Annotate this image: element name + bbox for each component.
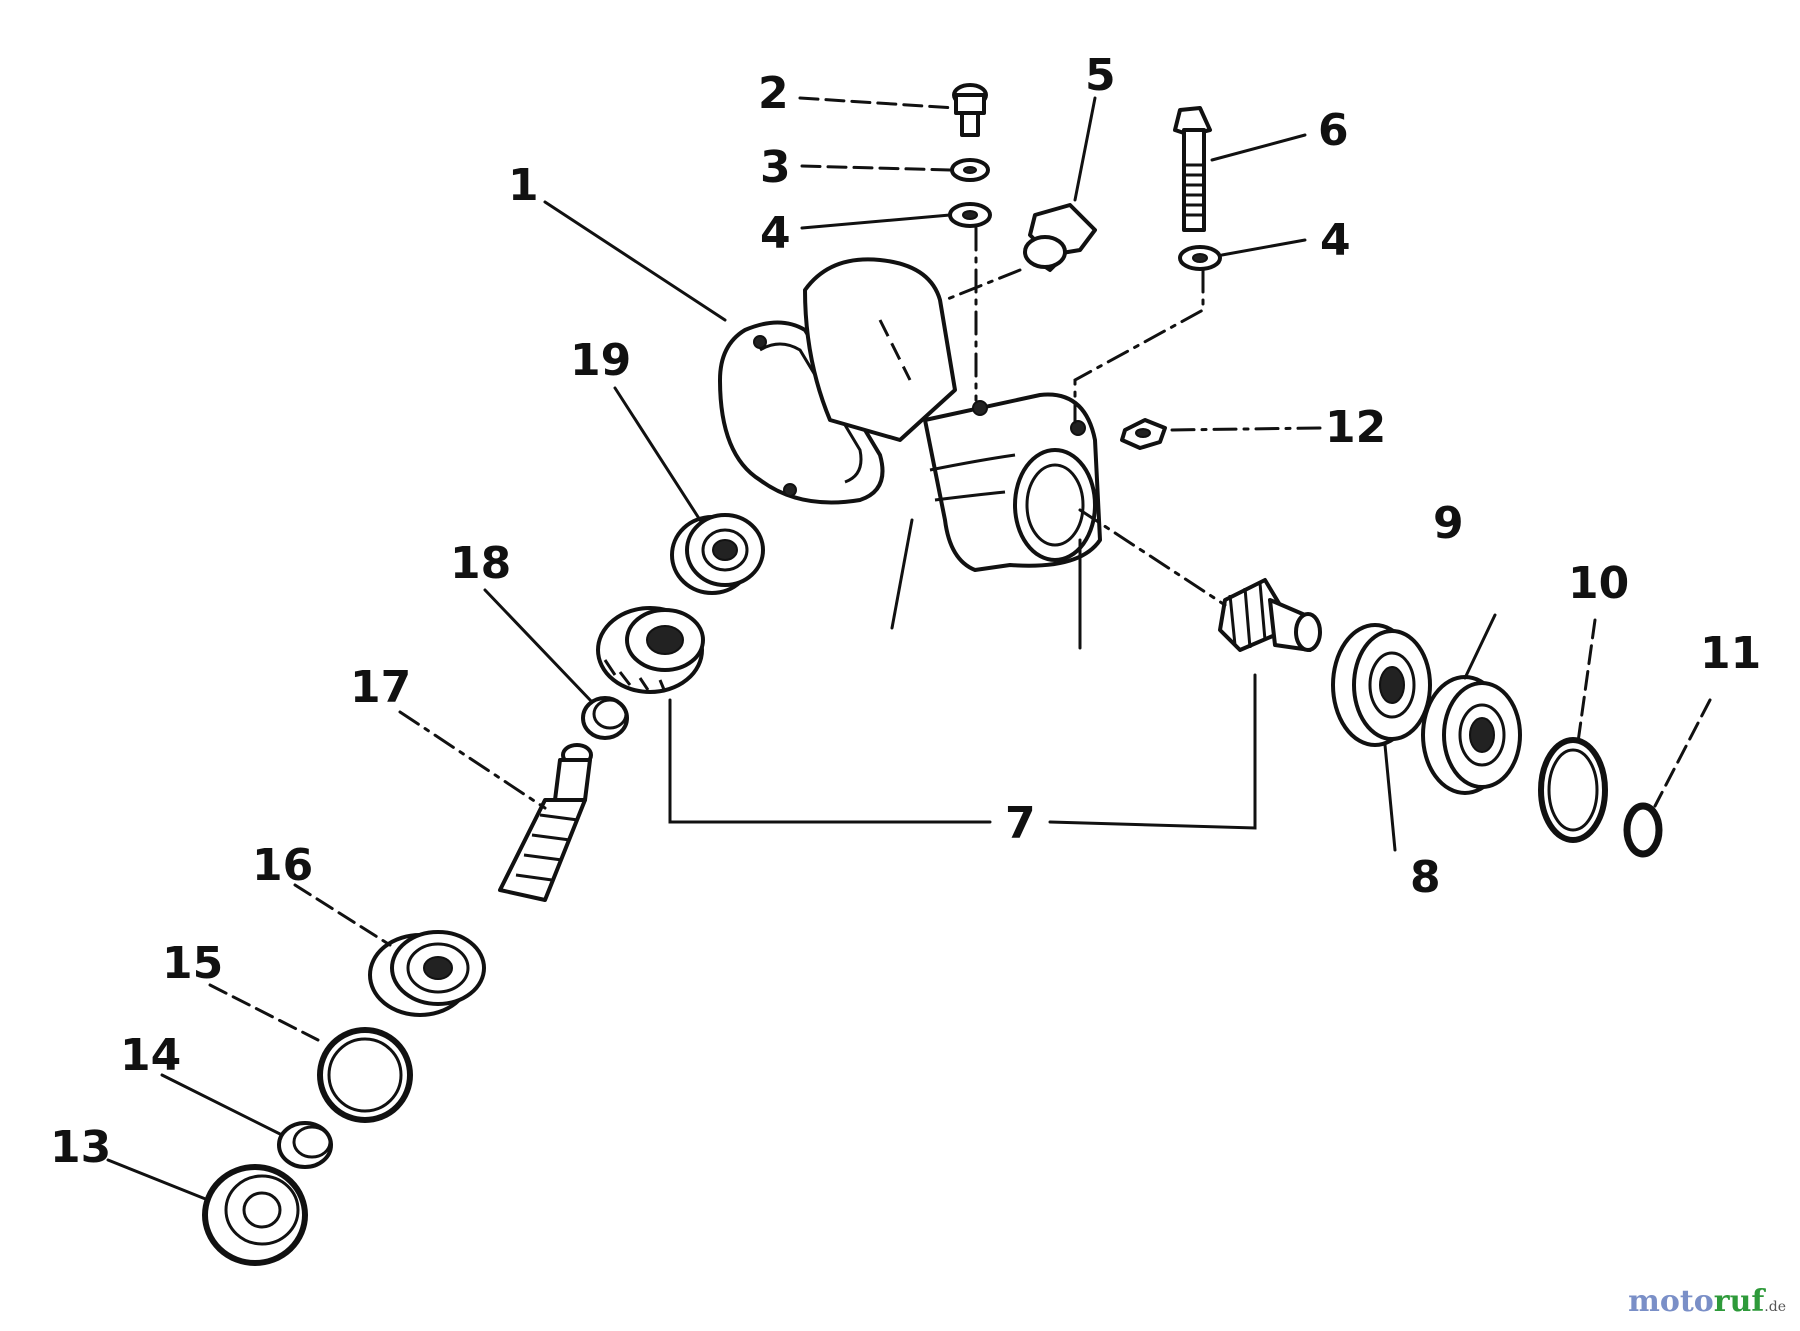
callout-10: 10 — [1568, 558, 1629, 609]
callout-19: 19 — [570, 335, 631, 386]
callout-13: 13 — [50, 1122, 111, 1173]
callout-11: 11 — [1700, 628, 1761, 679]
callout-8: 8 — [1410, 852, 1441, 903]
lock-washer-3 — [950, 158, 990, 182]
snap-ring-15 — [317, 1027, 413, 1123]
watermark-logo: motoruf.de — [1628, 1284, 1786, 1319]
bearing-9 — [1421, 675, 1522, 795]
screw-2 — [952, 83, 988, 137]
bolt-6 — [1173, 106, 1212, 232]
retaining-ring-11 — [1623, 802, 1663, 858]
output-shaft-17 — [498, 743, 593, 902]
pinion-gear-shaft — [1218, 578, 1322, 652]
callout-14: 14 — [120, 1030, 181, 1081]
leader-lines — [106, 96, 1712, 1202]
callout-15: 15 — [162, 938, 223, 989]
callout-3: 3 — [760, 142, 791, 193]
bearing-16 — [368, 930, 486, 1017]
callout-2: 2 — [758, 68, 789, 119]
collar-14 — [277, 1121, 333, 1169]
watermark-moto: moto — [1628, 1284, 1714, 1319]
snap-ring-10 — [1538, 737, 1608, 843]
callout-12: 12 — [1325, 402, 1386, 453]
nut-12 — [1120, 418, 1167, 450]
bearing-13 — [202, 1164, 308, 1266]
bearing-8 — [1331, 623, 1432, 747]
callout-16: 16 — [252, 840, 313, 891]
watermark-tld: .de — [1764, 1299, 1786, 1315]
callout-6: 6 — [1318, 105, 1349, 156]
callout-5: 5 — [1085, 50, 1116, 101]
bearing-19 — [670, 513, 765, 595]
callout-labels: 1 2 3 4 4 5 6 7 8 9 10 11 12 13 14 15 16… — [50, 50, 1761, 1173]
callout-17: 17 — [350, 662, 411, 713]
spacer-18 — [581, 696, 629, 740]
plug-5 — [1023, 203, 1097, 272]
callout-4a: 4 — [760, 208, 791, 259]
washer-4b — [1178, 245, 1222, 271]
callout-1: 1 — [508, 160, 539, 211]
callout-18: 18 — [450, 538, 511, 589]
washer-4a — [948, 202, 992, 228]
watermark-ruf: ruf — [1713, 1284, 1765, 1319]
callout-4b: 4 — [1320, 215, 1351, 266]
callout-7: 7 — [1005, 798, 1036, 849]
bevel-gear — [596, 606, 705, 694]
gear-housing — [718, 257, 1102, 572]
callout-9: 9 — [1433, 498, 1464, 549]
